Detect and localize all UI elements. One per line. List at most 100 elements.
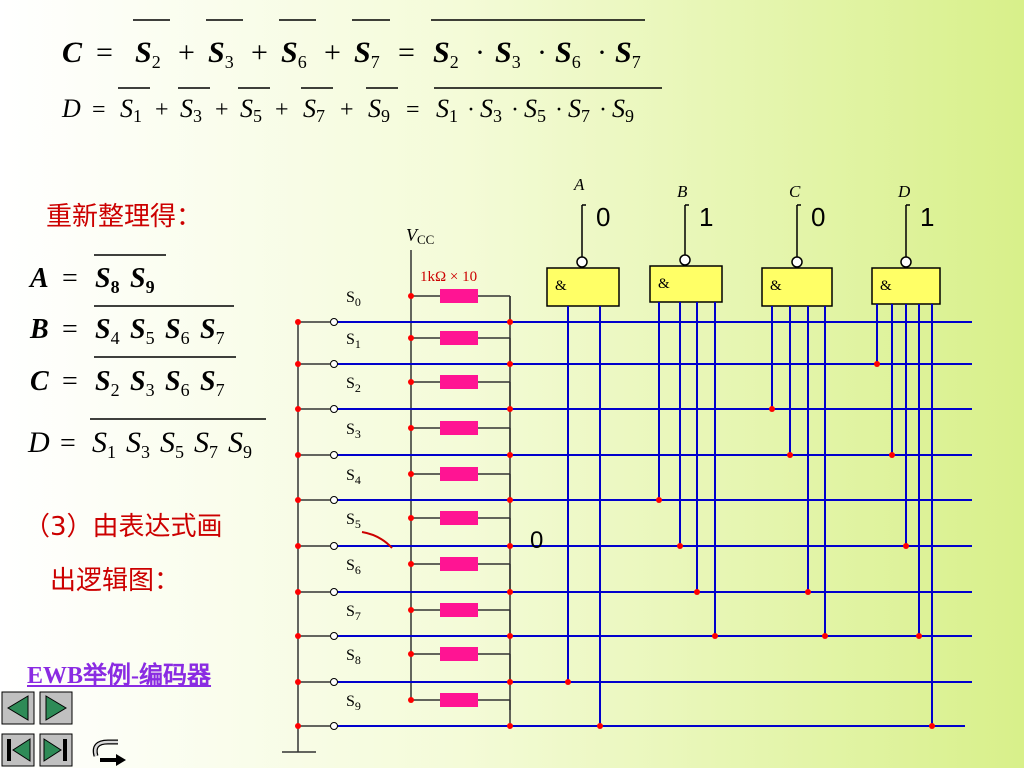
junction-dot (677, 543, 683, 549)
output-value-c: 0 (811, 202, 825, 232)
svg-text:S6: S6 (555, 36, 581, 72)
resistor-spec-label: 1kΩ × 10 (420, 269, 477, 285)
nav-controls (1, 691, 126, 767)
s5-line-value: 0 (530, 527, 543, 554)
svg-text:S3: S3 (180, 94, 202, 126)
resistor-s5 (440, 511, 478, 525)
svg-text:S7: S7 (200, 314, 225, 348)
switch-terminal-s7[interactable] (330, 632, 338, 640)
junction-dot (656, 497, 662, 503)
svg-text:=: = (62, 263, 78, 294)
bus-dot (295, 497, 301, 503)
and-symbol: & (555, 278, 567, 294)
switch-terminal-s1[interactable] (330, 360, 338, 368)
equation-a-left: A = S8 S9 (28, 254, 166, 297)
svg-text:S8: S8 (95, 263, 120, 297)
ewb-example-link[interactable]: EWB举例-编码器 (27, 663, 212, 689)
svg-text:S5: S5 (160, 426, 184, 462)
nav-last-button[interactable] (39, 733, 73, 767)
resistor-s2 (440, 375, 478, 389)
equation-b-left: B = S4 S5 S6 S7 (29, 305, 234, 348)
svg-text:=: = (92, 97, 106, 123)
junction-dot (787, 452, 793, 458)
and-symbol: & (658, 276, 670, 292)
switch-terminal-s2[interactable] (330, 405, 338, 413)
switch-row-s5: S5 (295, 511, 972, 550)
svg-text:S9: S9 (130, 263, 155, 297)
svg-text:S3: S3 (495, 36, 521, 72)
and-symbol: & (880, 278, 892, 294)
output-value-b: 1 (699, 202, 713, 232)
output-name-d: D (897, 182, 911, 201)
svg-text:+: + (251, 36, 268, 69)
junction-dot (903, 543, 909, 549)
bus-dot (295, 589, 301, 595)
switch-label-s5: S5 (346, 511, 361, 531)
svg-text:S1: S1 (92, 426, 116, 462)
resistor-s9 (440, 693, 478, 707)
bus-dot (295, 452, 301, 458)
and-gate-c: &C0 (761, 182, 833, 307)
switch-row-s6: S6 (295, 557, 972, 596)
junction-dot (565, 679, 571, 685)
switch-lever-s5 (361, 531, 393, 549)
nav-next-button[interactable] (39, 691, 73, 725)
svg-text:S7: S7 (354, 36, 380, 72)
switch-terminal-s6[interactable] (330, 588, 338, 596)
inverter-bubble (679, 254, 691, 266)
switch-row-s7: S7 (295, 603, 972, 640)
svg-text:S5: S5 (130, 314, 155, 348)
switch-label-s4: S4 (346, 467, 361, 487)
inverter-bubble (576, 256, 588, 268)
switch-terminal-s0[interactable] (330, 318, 338, 326)
svg-text:A: A (28, 263, 49, 294)
nav-prev-button[interactable] (1, 691, 35, 725)
svg-text:+: + (178, 36, 195, 69)
equation-d-top: D = S1 + S3 + S5 + S7 + S9 = S1 · S3 · S… (61, 87, 662, 126)
switch-row-s2: S2 (295, 375, 972, 413)
junction-dot (916, 633, 922, 639)
svg-text:=: = (96, 36, 113, 69)
switch-row-s8: S8 (295, 647, 972, 686)
svg-text:S7: S7 (200, 366, 225, 400)
resistor-s4 (440, 467, 478, 481)
switch-label-s9: S9 (346, 693, 361, 713)
switch-row-s0: S0 (295, 289, 972, 326)
svg-text:S3: S3 (480, 94, 502, 126)
svg-text:+: + (324, 36, 341, 69)
bus-dot (295, 406, 301, 412)
svg-text:C: C (30, 366, 49, 397)
svg-text:+: + (340, 97, 354, 123)
output-name-b: B (677, 182, 688, 201)
junction-dot (712, 633, 718, 639)
svg-text:S7: S7 (568, 94, 590, 126)
output-value-d: 1 (920, 202, 934, 232)
svg-text:S3: S3 (208, 36, 234, 72)
svg-text:=: = (62, 314, 78, 345)
heading-rearrange: 重新整理得： (46, 202, 203, 232)
switch-label-s2: S2 (346, 375, 361, 395)
svg-text:S6: S6 (165, 366, 190, 400)
resistor-s6 (440, 557, 478, 571)
svg-text:S7: S7 (303, 94, 325, 126)
junction-dot (769, 406, 775, 412)
svg-text:C: C (62, 36, 83, 69)
nav-first-button[interactable] (1, 733, 35, 767)
svg-text:S5: S5 (524, 94, 546, 126)
svg-text:S6: S6 (165, 314, 190, 348)
switch-terminal-s9[interactable] (330, 722, 338, 730)
return-arrow-icon[interactable] (92, 739, 126, 766)
and-symbol: & (770, 278, 782, 294)
switch-row-s9: S9 (295, 693, 965, 730)
step3-line1: （3）由表达式画 (24, 512, 223, 542)
switch-row-s3: S3 (295, 421, 972, 459)
svg-text:S9: S9 (228, 426, 252, 462)
switch-terminal-s8[interactable] (330, 678, 338, 686)
switch-terminal-s4[interactable] (330, 496, 338, 504)
and-gate-d: & D1 (871, 182, 941, 305)
junction-dot (889, 452, 895, 458)
switch-terminal-s3[interactable] (330, 451, 338, 459)
switch-terminal-s5[interactable] (330, 542, 338, 550)
svg-text:S9: S9 (368, 94, 390, 126)
